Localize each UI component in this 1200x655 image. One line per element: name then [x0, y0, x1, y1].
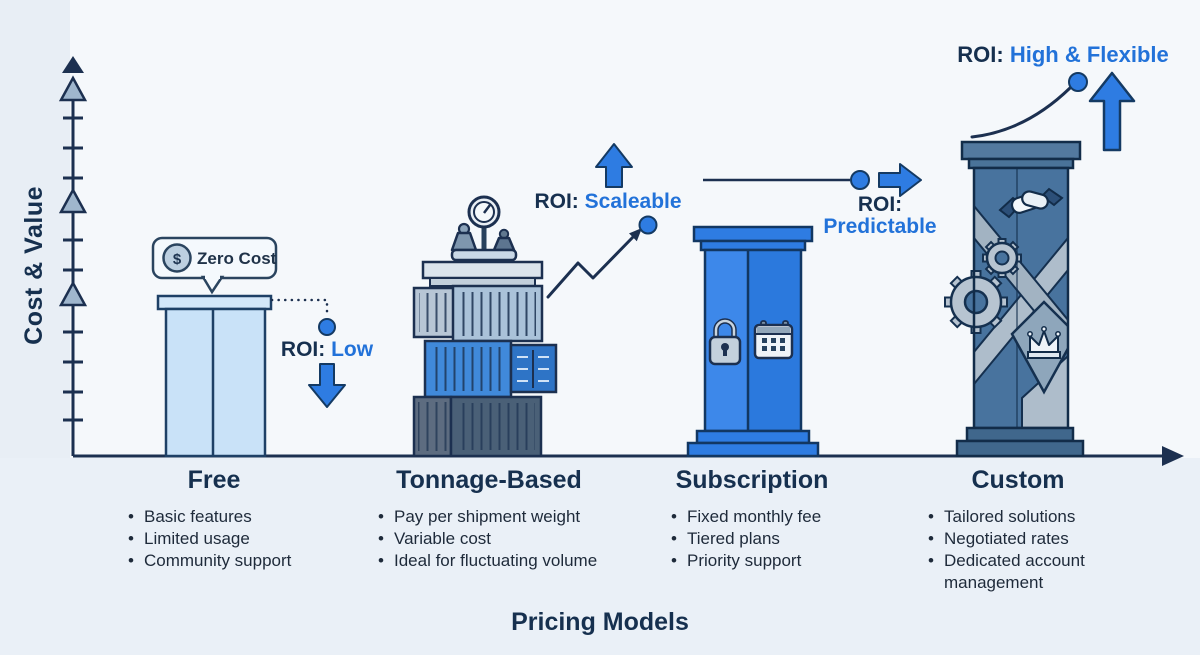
feature-item: Tiered plans: [671, 528, 857, 550]
diagonal-band: [974, 236, 1068, 386]
free-column: [156, 294, 273, 458]
feature-list: Basic features Limited usage Community s…: [128, 506, 319, 572]
roi-label-free: ROI: Low: [281, 339, 373, 361]
roi-value: Low: [331, 338, 374, 361]
y-axis-chevron-icon: [58, 75, 88, 102]
column-info-tonnage: Tonnage-Based Pay per shipment weight Va…: [364, 466, 614, 572]
column-title: Free: [187, 466, 241, 494]
right-arrow-icon: [878, 163, 922, 197]
feature-item: Community support: [128, 550, 319, 572]
custom-column: [944, 140, 1085, 458]
y-axis-label: Cost & Value: [20, 186, 48, 345]
roi-prefix: ROI:: [957, 42, 1004, 67]
calendar-icon: [753, 320, 794, 360]
roi-high-dot: [1068, 72, 1088, 92]
roi-prefix: ROI:: [534, 190, 579, 213]
feature-item: Basic features: [128, 506, 319, 528]
feature-item: Priority support: [671, 550, 857, 572]
handshake-icon: [998, 187, 1064, 219]
y-axis: [58, 56, 88, 456]
gear-icon: [982, 238, 1022, 278]
feature-item: Ideal for fluctuating volume: [378, 550, 614, 572]
column-info-free: Free Basic features Limited usage Commun…: [109, 466, 319, 572]
down-arrow-icon: [308, 363, 346, 408]
big-up-arrow-icon: [1088, 71, 1136, 152]
dollar-symbol: $: [173, 251, 182, 268]
dollar-coin-icon: [162, 243, 192, 273]
roi-value: Predictable: [823, 215, 937, 238]
feature-item: Dedicated account management: [928, 550, 1124, 594]
roi-label-tonnage: ROI: Scaleable: [534, 191, 681, 213]
y-axis-chevron-icon: [58, 187, 88, 214]
x-axis-label: Pricing Models: [511, 608, 689, 636]
subscription-column: [686, 225, 820, 458]
column-title: Tonnage-Based: [396, 466, 582, 494]
feature-list: Fixed monthly fee Tiered plans Priority …: [671, 506, 857, 572]
feature-item: Limited usage: [128, 528, 319, 550]
y-axis-top-arrow-icon: [62, 56, 84, 73]
feature-item: Variable cost: [378, 528, 614, 550]
column-title: Custom: [971, 466, 1065, 494]
roi-prefix: ROI:: [857, 193, 903, 216]
roi-predictable-dot: [850, 170, 870, 190]
column-title: Subscription: [675, 466, 829, 494]
growth-zigzag-line: [546, 215, 658, 299]
y-axis-ticks: [63, 116, 83, 422]
roi-value: High & Flexible: [1009, 42, 1169, 67]
roi-label-custom: ROI: High & Flexible: [957, 44, 1169, 66]
growth-curve-line: [970, 72, 1088, 139]
zero-cost-label: Zero Cost: [197, 249, 277, 268]
roi-value: Scaleable: [584, 190, 682, 213]
roi-scaleable-dot: [638, 215, 658, 235]
feature-item: Negotiated rates: [928, 528, 1124, 550]
up-arrow-icon: [595, 143, 633, 188]
roi-label-subscription: ROI: Predictable: [823, 194, 936, 238]
feature-item: Tailored solutions: [928, 506, 1124, 528]
y-axis-chevron-icon: [58, 280, 88, 307]
feature-list: Tailored solutions Negotiated rates Dedi…: [928, 506, 1124, 594]
flat-roi-connector: [703, 163, 922, 197]
tonnage-column: [412, 260, 558, 458]
lock-icon: [708, 318, 742, 366]
roi-prefix: ROI:: [280, 338, 326, 361]
roi-low-dot: [318, 318, 336, 336]
feature-item: Fixed monthly fee: [671, 506, 857, 528]
zero-cost-badge: $ Zero Cost: [151, 236, 278, 295]
column-info-custom: Custom Tailored solutions Negotiated rat…: [912, 466, 1124, 594]
gear-icon: [944, 270, 1008, 334]
x-axis-arrow-icon: [1162, 446, 1184, 466]
crown-icon: [1027, 326, 1061, 359]
feature-list: Pay per shipment weight Variable cost Id…: [378, 506, 614, 572]
feature-item: Pay per shipment weight: [378, 506, 614, 528]
weighing-scale-icon: [450, 195, 518, 262]
free-roi-connector: [270, 298, 336, 336]
column-info-subscription: Subscription Fixed monthly fee Tiered pl…: [647, 466, 857, 572]
